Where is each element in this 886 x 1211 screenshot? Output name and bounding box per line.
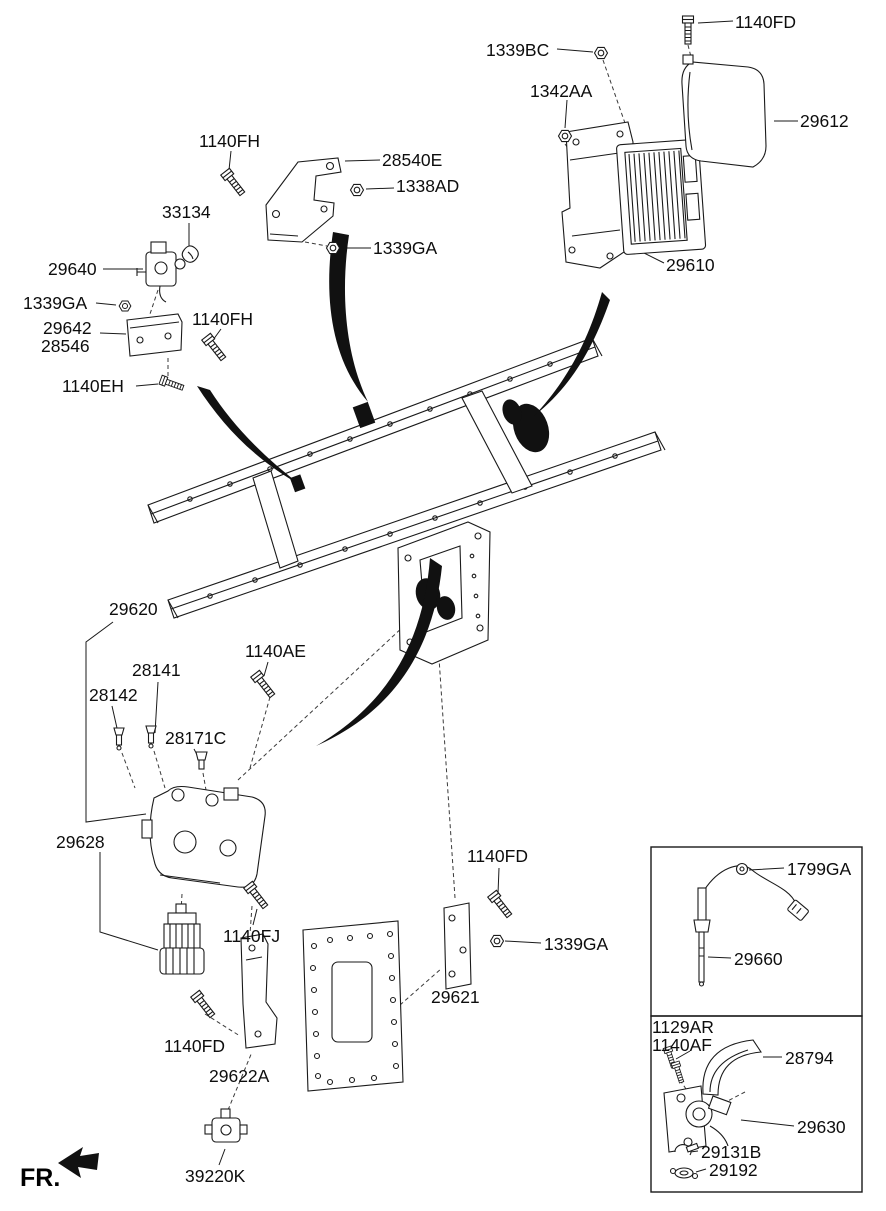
support-bracket-29622a	[240, 933, 278, 1049]
part-label-29640: 29640	[48, 259, 97, 279]
part-label-1339BC: 1339BC	[486, 40, 550, 60]
part-label-1342AA: 1342AA	[530, 81, 593, 101]
direction-swooshes	[197, 232, 610, 746]
bolt-1140fd-mid	[487, 889, 515, 920]
part-label-1140FH-b: 1140FH	[192, 309, 253, 329]
part-label-1140EH: 1140EH	[62, 376, 124, 396]
damper-39220k	[204, 1108, 248, 1143]
hand-pump-29630	[663, 1085, 732, 1153]
bolt-1140fd-bottom	[190, 989, 218, 1020]
nut-1339ga-c	[489, 934, 505, 948]
part-label-28141: 28141	[132, 660, 181, 680]
nut-1338ad	[349, 183, 365, 197]
fr-direction-label: FR.	[20, 1164, 61, 1192]
part-label-28540E: 28540E	[382, 150, 443, 170]
hose-clip	[181, 245, 199, 263]
fuel-filter	[159, 903, 205, 975]
heat-shield-28794	[702, 1039, 762, 1096]
part-label-1339GA-a: 1339GA	[373, 238, 438, 258]
nut-1339ga-a	[325, 241, 341, 255]
part-label-29620: 29620	[109, 599, 158, 619]
part-label-33134: 33134	[162, 202, 211, 222]
part-label-28142: 28142	[89, 685, 138, 705]
nut-1342aa	[557, 129, 573, 143]
detail-box-pump	[650, 1015, 863, 1193]
sensor-28142	[113, 727, 125, 751]
plate-29621	[443, 902, 472, 990]
gasket-29192	[669, 1167, 699, 1180]
ecu-sub-bracket	[265, 157, 342, 243]
fr-arrow-icon	[58, 1147, 99, 1178]
doser-pump	[136, 241, 186, 303]
truck-frame	[147, 337, 666, 619]
part-label-1140FD-top: 1140FD	[735, 12, 796, 32]
part-label-1140AF: 1140AF	[652, 1035, 712, 1055]
part-label-29642: 29642	[43, 318, 92, 338]
exhaust-temp-sensor-29660	[693, 862, 809, 987]
part-label-29628: 29628	[56, 832, 105, 852]
nut-1339bc	[593, 46, 609, 60]
part-label-1140FH-a: 1140FH	[199, 131, 260, 151]
bolt-1140fj	[243, 880, 271, 911]
part-label-28171C: 28171C	[165, 728, 227, 748]
ecu-unit	[616, 138, 707, 255]
part-label-29630: 29630	[797, 1117, 846, 1137]
part-label-1140FJ: 1140FJ	[223, 926, 281, 946]
bolt-1140af	[670, 1060, 686, 1084]
part-label-1140FD-bottom: 1140FD	[164, 1036, 225, 1056]
assembly-dashed-lines	[121, 44, 746, 1111]
part-label-29660: 29660	[734, 949, 783, 969]
part-label-1339GA-c: 1339GA	[544, 934, 609, 954]
part-label-39220K: 39220K	[185, 1166, 246, 1186]
nut-1339ga-b	[118, 300, 132, 312]
sensor-28171c	[195, 751, 208, 770]
bolt-1140eh	[158, 374, 186, 393]
part-label-29131B: 29131B	[701, 1142, 762, 1162]
ecu-cover	[681, 54, 767, 168]
bolt-1140ae	[250, 669, 278, 700]
part-label-29192: 29192	[709, 1160, 758, 1180]
part-label-1338AD: 1338AD	[396, 176, 460, 196]
part-label-29610: 29610	[666, 255, 715, 275]
pump-bracket	[126, 313, 183, 357]
part-label-29621: 29621	[431, 987, 480, 1007]
part-label-29622A: 29622A	[209, 1066, 270, 1086]
part-label-1140FD-mid: 1140FD	[467, 846, 528, 866]
sensor-28141	[145, 725, 157, 749]
part-label-29612: 29612	[800, 111, 849, 131]
part-label-1140AE: 1140AE	[245, 641, 306, 661]
part-label-28794: 28794	[785, 1048, 834, 1068]
clamp-29131b	[674, 1142, 700, 1156]
fuel-pump-module	[141, 785, 266, 888]
part-label-1799GA: 1799GA	[787, 859, 852, 879]
part-label-28546: 28546	[41, 336, 90, 356]
leader-lines	[85, 20, 798, 1173]
part-label-1339GA-b: 1339GA	[23, 293, 88, 313]
bolt-1140fd-top	[681, 15, 695, 45]
mounting-plate	[302, 920, 404, 1092]
bolt-1140fh-a	[220, 167, 248, 198]
part-label-1129AR: 1129AR	[652, 1017, 714, 1037]
